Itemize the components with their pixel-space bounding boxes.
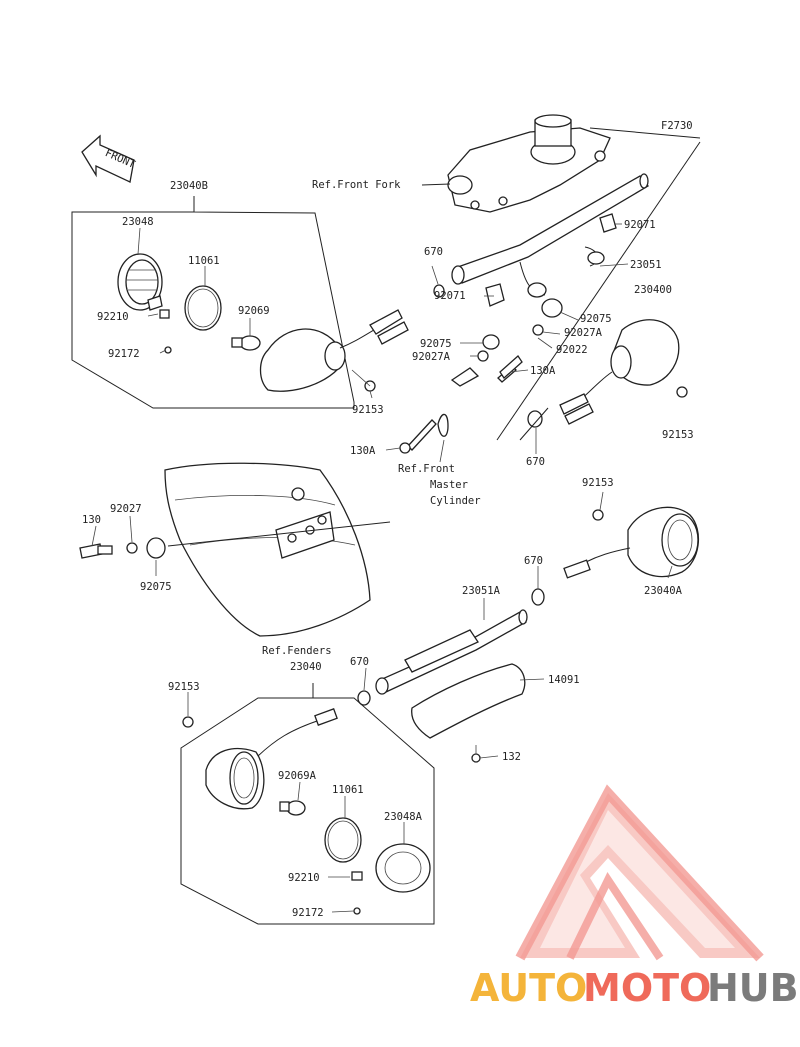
label-130A-b: 130A	[350, 445, 376, 457]
label-670-d: 670	[350, 656, 369, 668]
label-ref-front-fork: Ref.Front Fork	[312, 179, 401, 191]
fender-bolts	[79, 537, 166, 559]
label-23051: 23051	[630, 259, 662, 271]
label-92069: 92069	[238, 305, 270, 317]
label-23040B: 23040B	[170, 180, 208, 192]
label-23040C: 230400	[634, 284, 672, 296]
grommet-670-right	[527, 410, 543, 428]
label-92071-b: 92071	[624, 219, 656, 231]
label-92172-lower: 92172	[292, 907, 324, 919]
label-92153-b: 92153	[662, 429, 694, 441]
ring-11061-upper	[184, 285, 222, 331]
label-670-b: 670	[526, 456, 545, 468]
label-ref-fenders: Ref.Fenders	[262, 645, 332, 657]
label-92069A: 92069A	[278, 770, 317, 782]
figure-code: F2730	[661, 120, 693, 132]
lens-23048	[117, 253, 163, 311]
front-fender	[164, 462, 371, 637]
watermark-text: AUTO MOTO HUB	[470, 966, 799, 1010]
watermark-logo	[515, 784, 764, 962]
label-92027A-b: 92027A	[564, 327, 603, 339]
label-14091: 14091	[548, 674, 580, 686]
front-direction-arrow: FRONT	[81, 134, 138, 183]
watermark-auto: AUTO	[470, 966, 587, 1010]
front-fork-bracket	[447, 114, 701, 213]
watermark-moto: MOTO	[583, 966, 711, 1010]
label-92075-b: 92075	[580, 313, 612, 325]
ring-11061-lower	[324, 817, 362, 863]
grommet-670-lower-right	[531, 588, 545, 606]
label-92027: 92027	[110, 503, 142, 515]
label-92153-d: 92153	[168, 681, 200, 693]
label-92075-c: 92075	[140, 581, 172, 593]
screw-92172-upper	[164, 346, 172, 354]
label-23048A: 23048A	[384, 811, 423, 823]
signal-bar-23051A	[375, 609, 528, 695]
watermark-hub: HUB	[707, 966, 799, 1010]
grommet-670-lower	[357, 690, 371, 706]
label-132: 132	[502, 751, 521, 763]
lens-23048A	[375, 843, 431, 893]
turn-signal-23040A	[563, 506, 700, 579]
label-130: 130	[82, 514, 101, 526]
master-cylinder-bolts	[399, 355, 523, 454]
nut-92210-lower	[351, 871, 363, 881]
turn-signal-23040B	[259, 309, 409, 392]
kit-outline-23040	[180, 683, 435, 925]
label-11061-upper: 11061	[188, 255, 220, 267]
turn-signal-23040C	[559, 319, 688, 425]
label-92210-lower: 92210	[288, 872, 320, 884]
turn-signal-23040	[182, 708, 338, 810]
leader-lines	[91, 223, 673, 913]
label-23048: 23048	[122, 216, 154, 228]
label-92153-a: 92153	[352, 404, 384, 416]
label-92027A-a: 92027A	[412, 351, 451, 363]
label-23051A: 23051A	[462, 585, 501, 597]
signal-bar-23051	[451, 173, 649, 298]
label-92071-a: 92071	[434, 290, 466, 302]
label-92075-a: 92075	[420, 338, 452, 350]
label-92153-c: 92153	[582, 477, 614, 489]
label-130A-a: 130A	[530, 365, 556, 377]
label-670-a: 670	[424, 246, 443, 258]
label-670-c: 670	[524, 555, 543, 567]
bulb-92069	[231, 335, 261, 351]
nut-92210-upper	[159, 309, 170, 319]
label-23040: 23040	[290, 661, 322, 673]
label-11061-lower: 11061	[332, 784, 364, 796]
label-23040A: 23040A	[644, 585, 683, 597]
label-92210-upper: 92210	[97, 311, 129, 323]
label-ref-master-2: Master	[430, 479, 468, 491]
label-92172-upper: 92172	[108, 348, 140, 360]
label-ref-master-1: Ref.Front	[398, 463, 455, 475]
label-ref-master-3: Cylinder	[430, 495, 481, 507]
bulb-92069A	[279, 800, 306, 816]
screw-92172-lower	[353, 907, 361, 915]
part-labels: 23040B 23048 11061 92210 92069 92172 921…	[82, 179, 694, 919]
cover-14091	[411, 663, 526, 763]
label-92022: 92022	[556, 344, 588, 356]
kit-outline-23040B	[71, 196, 355, 409]
